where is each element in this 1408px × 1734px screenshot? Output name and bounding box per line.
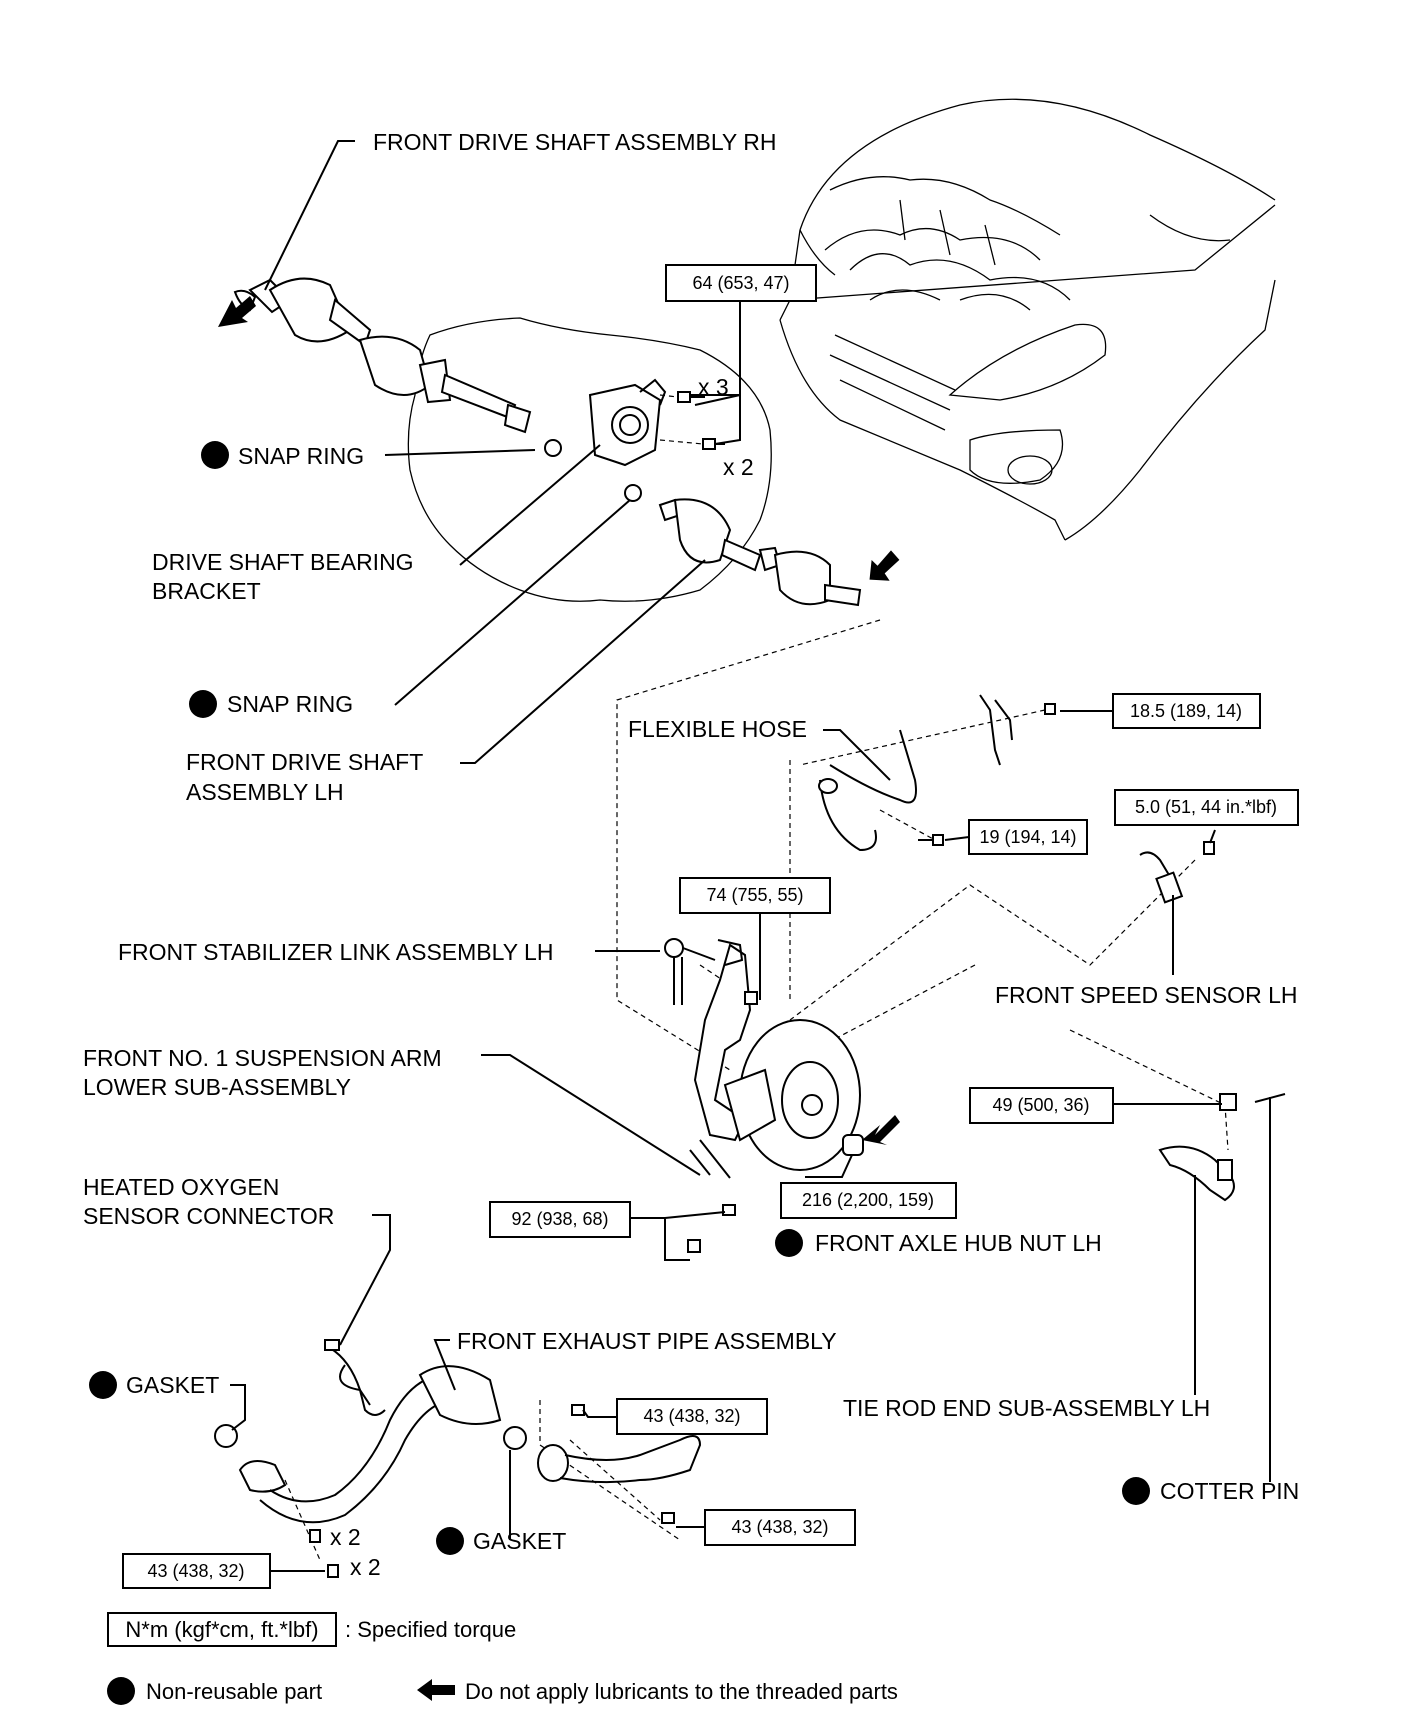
torque-boxes: 64 (653, 47) 18.5 (189, 14) 5.0 (51, 44 … [122,264,1299,1589]
label-flexible-hose: FLEXIBLE HOSE [628,716,807,742]
label-front-drive-shaft-lh-line2: ASSEMBLY LH [186,779,344,805]
snap-ring-rh [544,439,562,457]
flexible-hose [818,729,917,852]
front-stabilizer-link [664,938,716,1005]
legend-non-reusable: Non-reusable part [146,1679,322,1704]
label-gasket-front: GASKET [126,1372,219,1398]
label-oxygen-sensor-line1: HEATED OXYGEN [83,1174,279,1200]
left-arrow-icon [417,1679,455,1701]
label-tie-rod-end: TIE ROD END SUB-ASSEMBLY LH [843,1395,1210,1421]
assembly-line [789,859,1196,1021]
snap-ring-lh [624,484,642,502]
no-lubricant-arrow-icon [869,550,900,581]
filled-circle-icon [107,1677,135,1705]
front-axle-hub-nut [842,1134,864,1156]
no-lubricant-arrow-icon [218,296,256,327]
no-lubricant-arrow-icon [862,1115,900,1145]
label-suspension-arm-line2: LOWER SUB-ASSEMBLY [83,1074,351,1100]
assembly-line [794,964,976,1061]
label-speed-sensor: FRONT SPEED SENSOR LH [995,982,1297,1008]
non-reusable-icon [189,690,217,718]
transaxle-outline [407,317,772,602]
torque-exhaust-rear-upper: 43 (438, 32) [643,1406,740,1426]
torque-tie-rod-nut: 49 (500, 36) [992,1095,1089,1115]
quantity-x2-exhaust-a: x 2 [330,1524,361,1550]
heated-oxygen-sensor-connector [324,1339,386,1416]
label-cotter-pin: COTTER PIN [1160,1478,1299,1504]
brake-hose-bracket [979,694,1056,766]
torque-flexible-hose-bolt: 19 (194, 14) [979,827,1076,847]
torque-exhaust-rear-lower: 43 (438, 32) [731,1517,828,1537]
assembly-line [879,809,936,841]
label-suspension-arm-line1: FRONT NO. 1 SUSPENSION ARM [83,1045,442,1071]
non-reusable-icon [775,1229,803,1257]
vehicle-front-illustration [779,98,1276,541]
label-bearing-bracket-line1: DRIVE SHAFT BEARING [152,549,414,575]
front-exhaust-pipe [238,1364,502,1524]
label-bearing-bracket-line2: BRACKET [152,578,261,604]
suspension-arm-bolts [687,1139,736,1253]
leader-lines [230,140,1271,1572]
stabilizer-nut [744,991,758,1005]
gasket-rear [503,1426,527,1450]
label-axle-hub-nut: FRONT AXLE HUB NUT LH [815,1230,1102,1256]
assembly-line [569,1439,661,1521]
non-reusable-icon [436,1527,464,1555]
part-labels: FRONT DRIVE SHAFT ASSEMBLY RH SNAP RING … [83,129,1299,1580]
assembly-line [284,1479,321,1561]
tie-rod-nut [1219,1093,1237,1111]
non-reusable-icon [1122,1477,1150,1505]
legend-torque-text: : Specified torque [345,1617,516,1642]
front-drive-shaft-lh [658,498,862,607]
assembly-line [799,709,1046,766]
gasket-front [214,1424,238,1448]
label-snap-ring-lh: SNAP RING [227,691,353,717]
torque-bracket-bolts: 64 (653, 47) [692,273,789,293]
torque-stabilizer-nut: 74 (755, 55) [706,885,803,905]
non-reusable-icon [201,441,229,469]
front-speed-sensor [1139,841,1215,904]
label-oxygen-sensor-line2: SENSOR CONNECTOR [83,1203,334,1229]
flexible-hose-bolt [932,834,944,846]
label-exhaust-pipe: FRONT EXHAUST PIPE ASSEMBLY [457,1328,837,1354]
assembly-line [616,619,881,1071]
torque-brake-hose-bracket: 18.5 (189, 14) [1130,701,1242,721]
non-reusable-icon [89,1371,117,1399]
quantity-x3: x 3 [698,374,729,400]
tie-rod-end [1158,1145,1235,1202]
quantity-x2-bracket: x 2 [723,454,754,480]
label-front-drive-shaft-rh: FRONT DRIVE SHAFT ASSEMBLY RH [373,129,776,155]
torque-axle-hub-nut: 216 (2,200, 159) [802,1190,934,1210]
steering-knuckle-rotor [693,939,861,1171]
exhaust-catalytic-section [537,1435,702,1484]
quantity-x2-exhaust-b: x 2 [350,1554,381,1580]
drive-shaft-bearing-bracket [588,378,667,467]
label-stabilizer-link: FRONT STABILIZER LINK ASSEMBLY LH [118,939,553,965]
front-drive-shaft-rh [233,277,532,434]
label-front-drive-shaft-lh-line1: FRONT DRIVE SHAFT [186,749,423,775]
label-snap-ring-rh: SNAP RING [238,443,364,469]
legend: N*m (kgf*cm, ft.*lbf) : Specified torque… [107,1612,898,1705]
torque-speed-sensor-bolt: 5.0 (51, 44 in.*lbf) [1135,797,1277,817]
legend-torque-unit: N*m (kgf*cm, ft.*lbf) [125,1617,318,1642]
assembly-line [539,1400,681,1541]
legend-no-lubricant: Do not apply lubricants to the threaded … [465,1679,898,1704]
label-gasket-rear: GASKET [473,1528,566,1554]
torque-suspension-arm-bolts: 92 (938, 68) [511,1209,608,1229]
torque-exhaust-front-flange: 43 (438, 32) [147,1561,244,1581]
